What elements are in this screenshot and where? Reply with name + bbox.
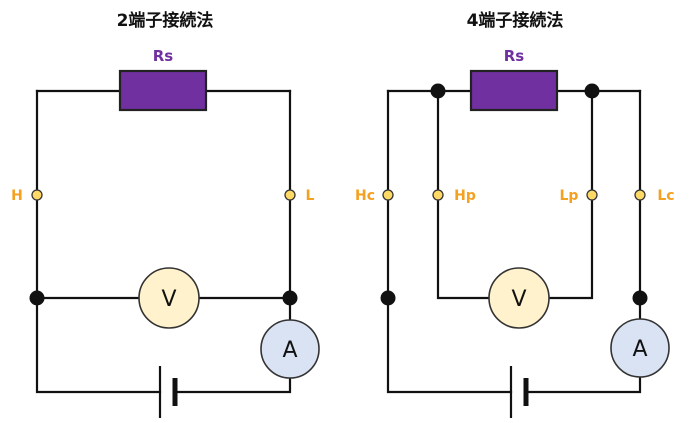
four-terminal-lp-node [584,83,600,99]
four-terminal-outer-left-wire [386,89,513,394]
four-terminal-battery [509,366,529,418]
two-terminal-ammeter-label: A [282,338,297,363]
terminal-l-label: L [306,188,315,204]
four-terminal-resistor [469,69,559,112]
four-terminal-title: 4端子接続法 [467,10,564,31]
two-terminal-resistor-label: Rs [153,47,174,65]
four-terminal-voltmeter [488,267,550,329]
two-terminal-bottom-right-wire [173,370,292,394]
four-terminal-hp-node [430,83,446,99]
four-terminal-bottom-right-wire [524,375,642,394]
terminal-h-label: H [11,188,23,204]
two-terminal-voltmeter [138,267,200,329]
terminal-l [284,189,296,201]
terminal-hp [432,189,444,201]
two-terminal-left-node [29,290,45,306]
terminal-h [31,189,43,201]
terminal-lc [634,189,646,201]
four-terminal-left-node [380,290,396,306]
four-terminal-voltage-wire [436,89,594,300]
two-terminal-title: 2端子接続法 [117,10,214,31]
two-terminal-left-wire [35,89,162,394]
four-terminal-resistor-label: Rs [504,47,525,65]
two-terminal-circuit: 2端子接続法 Rs H L V A [11,10,320,418]
terminal-hc-label: Hc [355,188,375,204]
four-terminal-ammeter [610,318,670,378]
terminal-hc [382,189,394,201]
four-terminal-right-node [632,290,648,306]
two-terminal-ammeter [260,319,320,379]
terminal-lc-label: Lc [657,188,674,204]
two-terminal-resistor [118,69,208,112]
four-terminal-ammeter-label: A [632,337,647,362]
terminal-hp-label: Hp [454,188,476,204]
two-terminal-right-node [282,290,298,306]
two-terminal-voltmeter-label: V [161,287,176,312]
four-terminal-voltmeter-label: V [511,287,526,312]
two-terminal-battery [158,366,178,418]
terminal-lp [586,189,598,201]
four-terminal-circuit: 4端子接続法 Rs Hc Hp Lp Lc V [355,10,675,418]
terminal-lp-label: Lp [560,188,579,204]
